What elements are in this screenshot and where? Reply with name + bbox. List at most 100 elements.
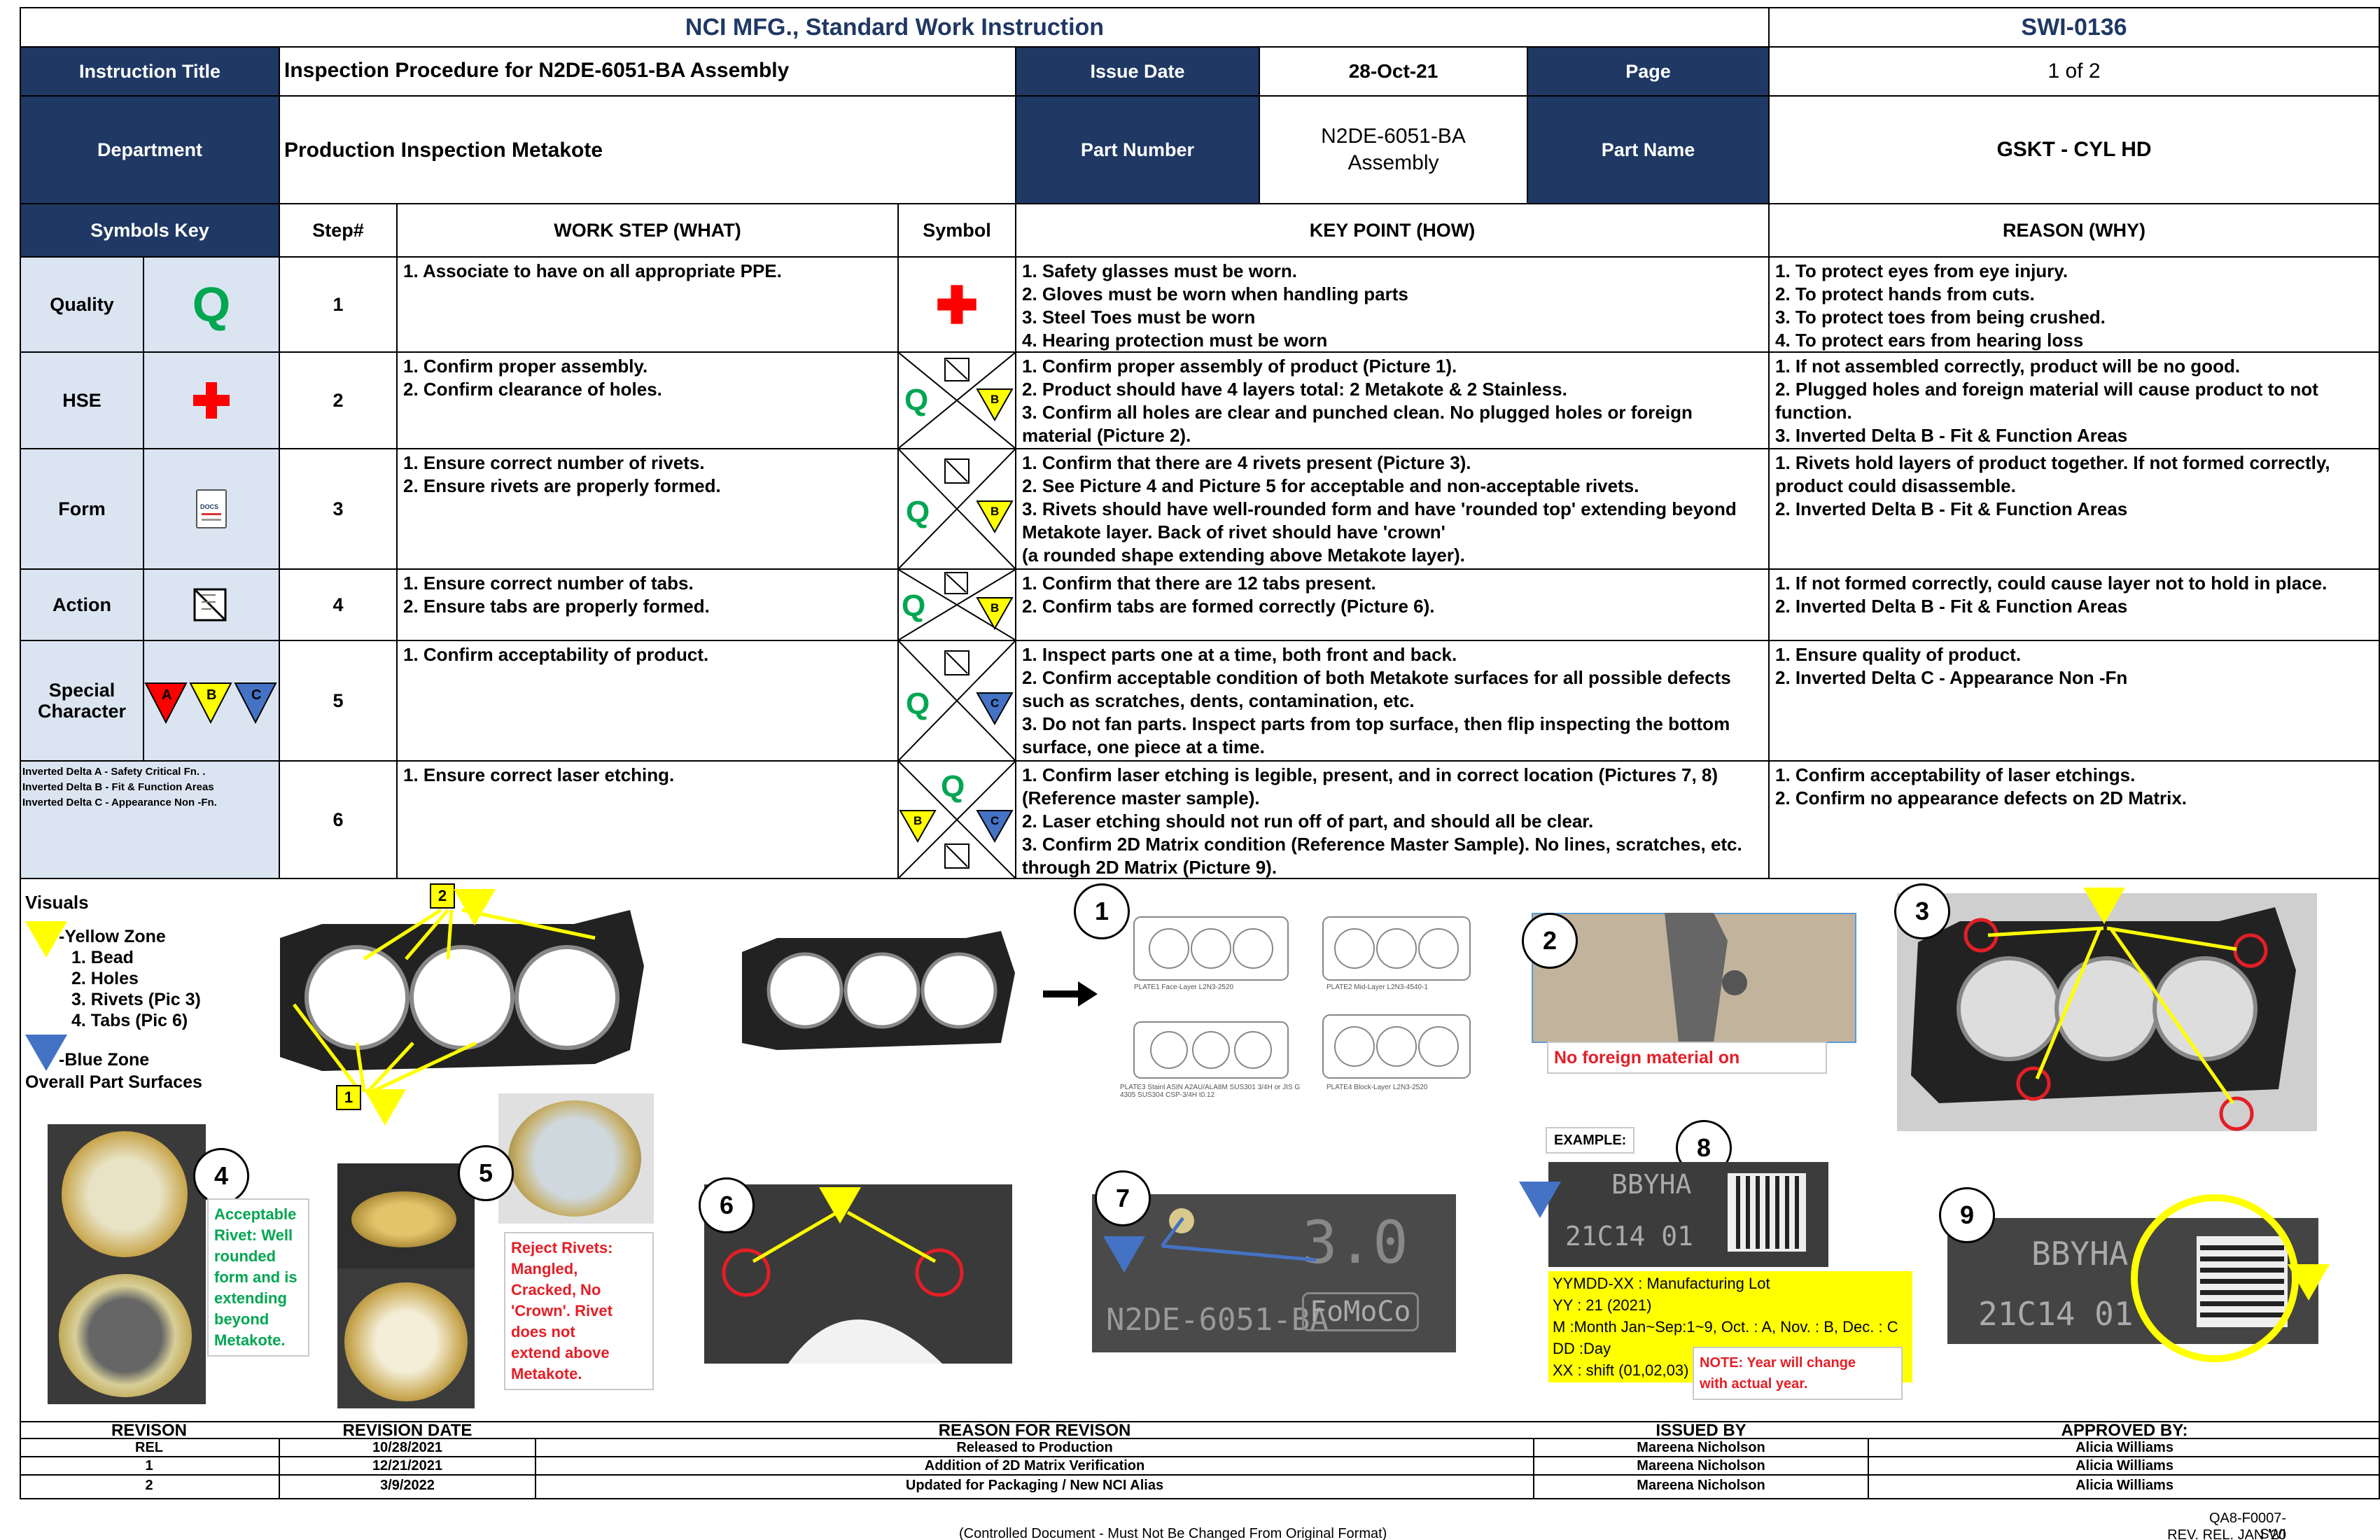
picture-8-delta-c-icon xyxy=(1519,1182,1561,1218)
zone-b-delta-icon-bottom xyxy=(364,1089,406,1126)
revision-col-divider xyxy=(279,1438,280,1499)
visuals-title: Visuals xyxy=(25,892,89,913)
revision-col-divider xyxy=(535,1438,536,1499)
year-note: NOTE: Year will change with actual year. xyxy=(1693,1347,1903,1400)
step-1-number: 1 xyxy=(279,256,398,353)
picture-1-number: 1 xyxy=(1074,883,1130,939)
lot-bottom-text-9: 21C14 01 xyxy=(1978,1295,2134,1333)
lot-bottom-text: 21C14 01 xyxy=(1565,1221,1694,1252)
acceptable-rivet-note: Acceptable Rivet: Well rounded form and … xyxy=(207,1198,309,1357)
revision-divider xyxy=(20,1438,2380,1439)
issue-date-label: Issue Date xyxy=(1015,46,1260,97)
datamatrix-icon xyxy=(1728,1173,1806,1252)
picture-5-rivet-side-photo xyxy=(337,1163,475,1268)
rev-row-1-date: 10/28/2021 xyxy=(372,1440,443,1455)
picture-7-number: 7 xyxy=(1095,1170,1151,1226)
rev-row-2-date: 12/21/2021 xyxy=(372,1458,443,1474)
revision-divider xyxy=(20,1474,2380,1476)
picture-3-delta-b-icon xyxy=(2083,888,2125,924)
step-3-why: 1. Rivets hold layers of product togethe… xyxy=(1768,448,2380,570)
step-2-symbol-graphic: Q B xyxy=(898,352,1016,449)
svg-text:Q: Q xyxy=(906,495,930,529)
step-2-how: 1. Confirm proper assembly of product (P… xyxy=(1015,351,1770,449)
picture-6-delta-b-icon xyxy=(819,1187,861,1224)
zone-tag-1: 1 xyxy=(336,1085,361,1110)
instruction-title-label: Instruction Title xyxy=(20,46,280,97)
department-label: Department xyxy=(20,95,280,204)
step-6-why: 1. Confirm acceptability of laser etchin… xyxy=(1768,760,2380,879)
rev-row-2-approved: Alicia Williams xyxy=(2076,1458,2174,1474)
picture-6-number: 6 xyxy=(699,1177,755,1233)
picture-4-number: 4 xyxy=(193,1148,249,1204)
step-1-symbol xyxy=(897,256,1016,353)
picture-7-etching-photo: 3.0 N2DE-6051-BA FoMoCo xyxy=(1092,1194,1456,1352)
gasket-layers-photo xyxy=(742,931,1098,1050)
rev-row-1-reason: Released to Production xyxy=(956,1440,1113,1455)
blue-delta-c-icon xyxy=(25,1035,67,1071)
layer-label-4: PLATE4 Block-Layer L2N3-2520 xyxy=(1326,1084,1428,1091)
picture-5-rivet-crack-photo xyxy=(337,1268,475,1408)
step-2-symbol: Q B xyxy=(897,351,1016,449)
step-4-what: 1. Ensure correct number of tabs. 2. Ens… xyxy=(396,568,899,641)
revision-col-divider xyxy=(1868,1438,1869,1499)
docs-icon: DOCS xyxy=(196,489,227,528)
svg-text:Q: Q xyxy=(902,589,925,623)
key-action-label: Action xyxy=(20,568,144,641)
picture-9-number: 9 xyxy=(1939,1187,1995,1243)
delta-triangles-icon xyxy=(144,682,277,724)
part-number-label: Part Number xyxy=(1015,95,1260,204)
key-quality-label: Quality xyxy=(20,256,144,353)
part-name-label: Part Name xyxy=(1527,95,1770,204)
svg-text:B: B xyxy=(990,505,999,518)
picture-4-rivet-bottom-photo xyxy=(48,1264,206,1404)
overall-surfaces-label: Overall Part Surfaces xyxy=(25,1072,202,1092)
picture-2-hole-photo xyxy=(1665,913,1747,1043)
revision-divider xyxy=(20,1456,2380,1457)
picture-3-gasket-photo xyxy=(1897,893,2317,1131)
page-label: Page xyxy=(1527,46,1770,97)
key-special-symbol: A B C xyxy=(143,640,280,762)
rev-row-1-revision: REL xyxy=(135,1440,163,1455)
col-reason: REASON (WHY) xyxy=(1768,203,2380,258)
layer-drawings xyxy=(1133,916,1471,1079)
step-5-number: 5 xyxy=(279,640,398,762)
rev-header-revision: REVISON xyxy=(111,1421,188,1440)
rev-row-2-issued: Mareena Nicholson xyxy=(1637,1458,1765,1474)
picture-8-lot-photo: BBYHA 21C14 01 xyxy=(1548,1162,1828,1267)
picture-9-delta-b-icon xyxy=(2288,1264,2330,1301)
step-4-symbol-graphic: Q B xyxy=(898,569,1016,640)
picture-7-delta-c-icon xyxy=(1103,1236,1145,1273)
picture-3-number: 3 xyxy=(1894,883,1950,939)
step-6-what: 1. Ensure correct laser etching. xyxy=(396,760,899,879)
svg-text:C: C xyxy=(990,814,999,827)
key-form-label: Form xyxy=(20,448,144,570)
rev-row-1-approved: Alicia Williams xyxy=(2076,1440,2174,1455)
rev-row-3-reason: Updated for Packaging / New NCI Alias xyxy=(905,1478,1164,1493)
step-1-how: 1. Safety glasses must be worn. 2. Glove… xyxy=(1015,256,1770,353)
svg-text:B: B xyxy=(990,601,999,615)
etch-part-text: N2DE-6051-BA xyxy=(1106,1302,1329,1338)
page-value: 1 of 2 xyxy=(1768,46,2380,97)
step-4-number: 4 xyxy=(279,568,398,641)
svg-text:Q: Q xyxy=(906,687,930,721)
reject-rivets-note: Reject Rivets: Mangled, Cracked, No 'Cro… xyxy=(504,1232,654,1390)
rev-row-3-approved: Alicia Williams xyxy=(2076,1478,2174,1493)
rev-release: REV. REL. JAN '20 xyxy=(2167,1527,2286,1540)
etch-big-text: 3.0 xyxy=(1302,1208,1408,1277)
step-2-what: 1. Confirm proper assembly. 2. Confirm c… xyxy=(396,351,899,449)
step-5-how: 1. Inspect parts one at a time, both fro… xyxy=(1015,640,1770,762)
col-symbol: Symbol xyxy=(897,203,1016,258)
key-quality-symbol: Q xyxy=(143,256,280,353)
step-5-what: 1. Confirm acceptability of product. xyxy=(396,640,899,762)
lot-top-text-9: BBYHA xyxy=(2031,1235,2129,1273)
zone-tag-2: 2 xyxy=(430,883,455,909)
matrix-yellow-circle xyxy=(2131,1194,2299,1362)
yellow-item-1: 1. Bead xyxy=(71,948,134,967)
form-number: QA8-F0007-SWI xyxy=(2208,1511,2286,1540)
key-hse-symbol xyxy=(143,351,280,449)
rev-row-3-date: 3/9/2022 xyxy=(380,1478,435,1493)
svg-text:B: B xyxy=(913,814,922,827)
step-3-how: 1. Confirm that there are 4 rivets prese… xyxy=(1015,448,1770,570)
rev-header-reason: REASON FOR REVISON xyxy=(938,1421,1131,1440)
layer-label-2: PLATE2 Mid-Layer L2N3-4540-1 xyxy=(1326,983,1428,991)
